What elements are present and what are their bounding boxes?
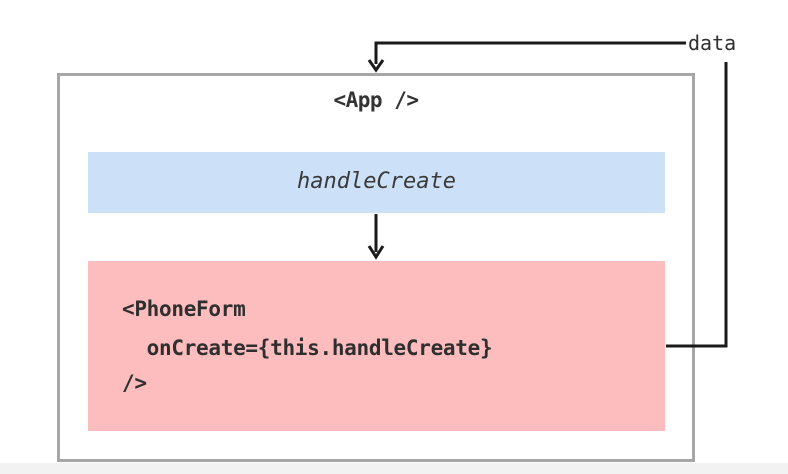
data-flow-label: data [688,31,737,55]
handle-create-label: handleCreate [297,169,456,194]
data-feedback-arrow-head [367,59,385,73]
data-feedback-path-top [374,41,686,64]
handle-create-box [88,152,665,213]
phone-form-line-1: <PhoneForm [122,297,246,321]
phone-form-line-2: onCreate={this.handleCreate} [122,336,493,360]
bottom-edge-strip [0,463,788,474]
phone-form-box [88,261,665,431]
phone-form-line-3: /> [122,371,147,395]
app-component-title: <App /> [333,88,419,112]
